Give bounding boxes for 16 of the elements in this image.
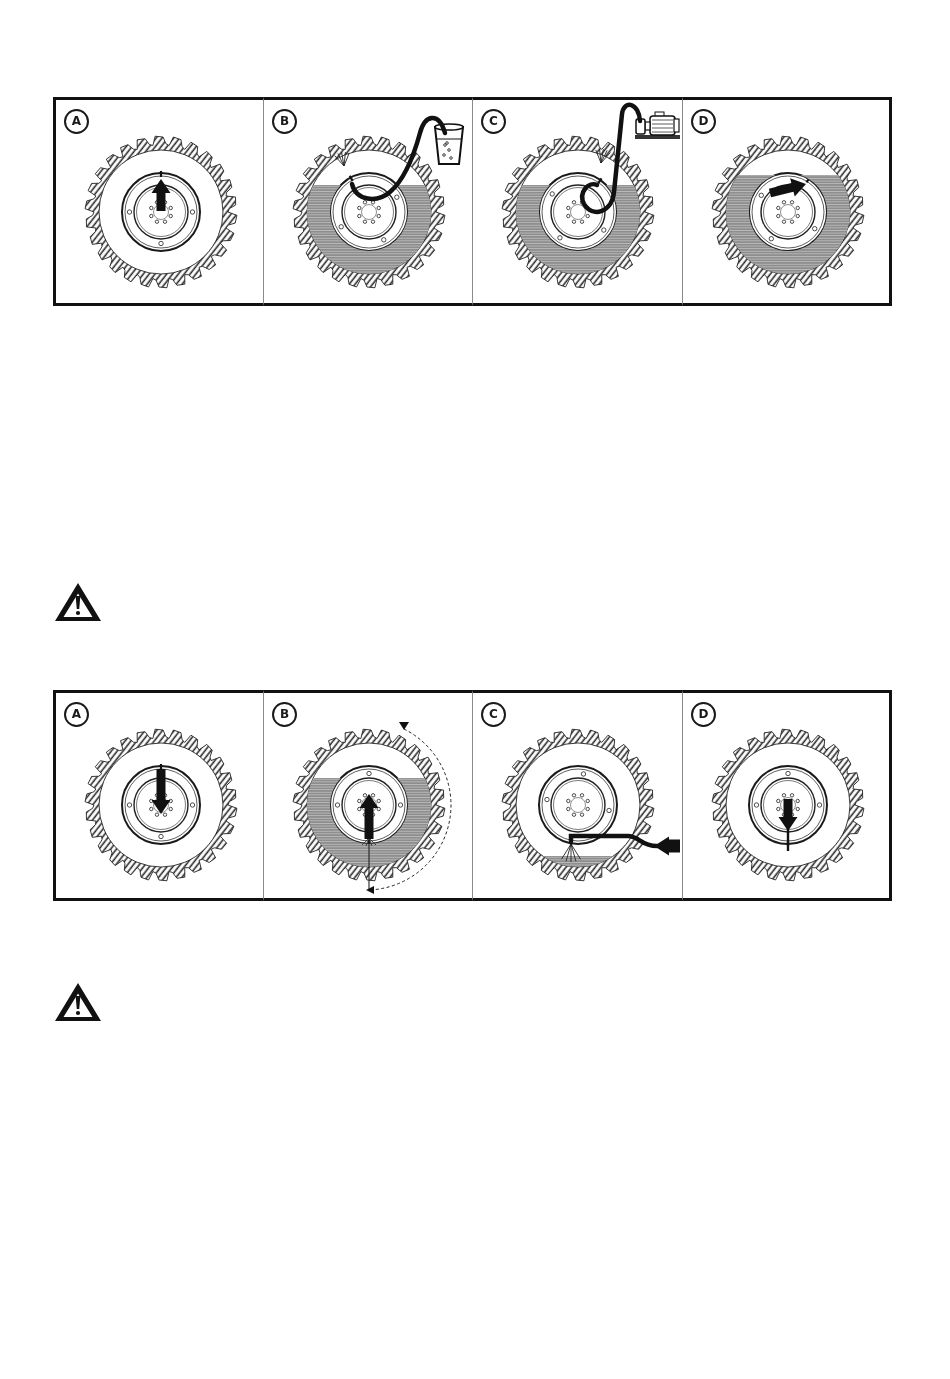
step-letter: D (691, 109, 716, 134)
step-letter: A (64, 109, 89, 134)
step-letter: B (272, 702, 297, 727)
step-panel (472, 97, 682, 306)
step-panel (682, 97, 892, 306)
step-panel (53, 690, 263, 901)
step-letter: C (481, 109, 506, 134)
step-letter: D (691, 702, 716, 727)
step-panel (472, 690, 682, 901)
step-letter: A (64, 702, 89, 727)
step-panel (263, 690, 472, 901)
step-letter: B (272, 109, 297, 134)
step-panel (263, 97, 472, 306)
step-panel (53, 97, 263, 306)
step-letter: C (481, 702, 506, 727)
step-panel (682, 690, 892, 901)
